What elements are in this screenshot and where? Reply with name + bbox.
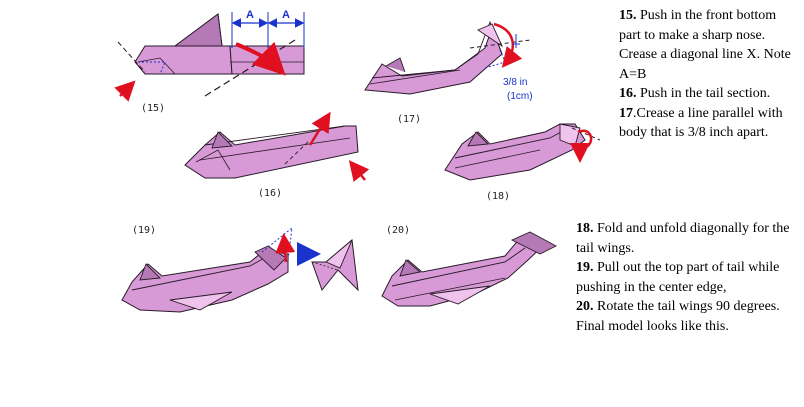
step-18-figure [444,123,601,181]
measure-label-cm: (1cm) [507,91,533,102]
instr-18-text: Fold and unfold diagonally for the tail … [576,221,790,256]
step-17-label: (17) [397,114,421,125]
instr-17-text: .Crease a line parallel with body that i… [619,105,783,141]
instr-19-num: 19. [576,260,594,275]
instr-15-text: Push in the front bottom part to make a … [619,8,791,82]
instr-16-text: Push in the tail section. [636,86,771,101]
dimension-a-right: A [282,9,290,21]
step-17-figure [364,20,531,95]
tail-detail-figure [311,239,359,292]
instr-16-num: 16. [619,86,637,101]
measure-label-inch: 3/8 in [503,77,527,88]
step-16-label: (16) [258,188,282,199]
instr-19-text: Pull out the top part of tail while push… [576,260,780,295]
step-20-figure [381,231,557,307]
step-15-figure [114,12,305,102]
instr-18-num: 18. [576,221,594,236]
step-20-label: (20) [386,225,410,236]
instructions-bottom: 18. Fold and unfold diagonally for the t… [576,219,798,336]
step-19-figure [121,226,321,313]
step-16-figure [184,111,370,182]
step-19-label: (19) [132,225,156,236]
instr-20-text: Rotate the tail wings 90 degrees. Final … [576,299,780,334]
instr-17-num: 17 [619,105,633,121]
step-15-label: (15) [141,103,165,114]
step-18-label: (18) [486,191,510,202]
dimension-a-left: A [246,9,254,21]
instr-20-num: 20. [576,299,594,314]
instr-15-num: 15. [619,8,637,23]
instructions-top: 15. Push in the front bottom part to mak… [619,6,799,143]
